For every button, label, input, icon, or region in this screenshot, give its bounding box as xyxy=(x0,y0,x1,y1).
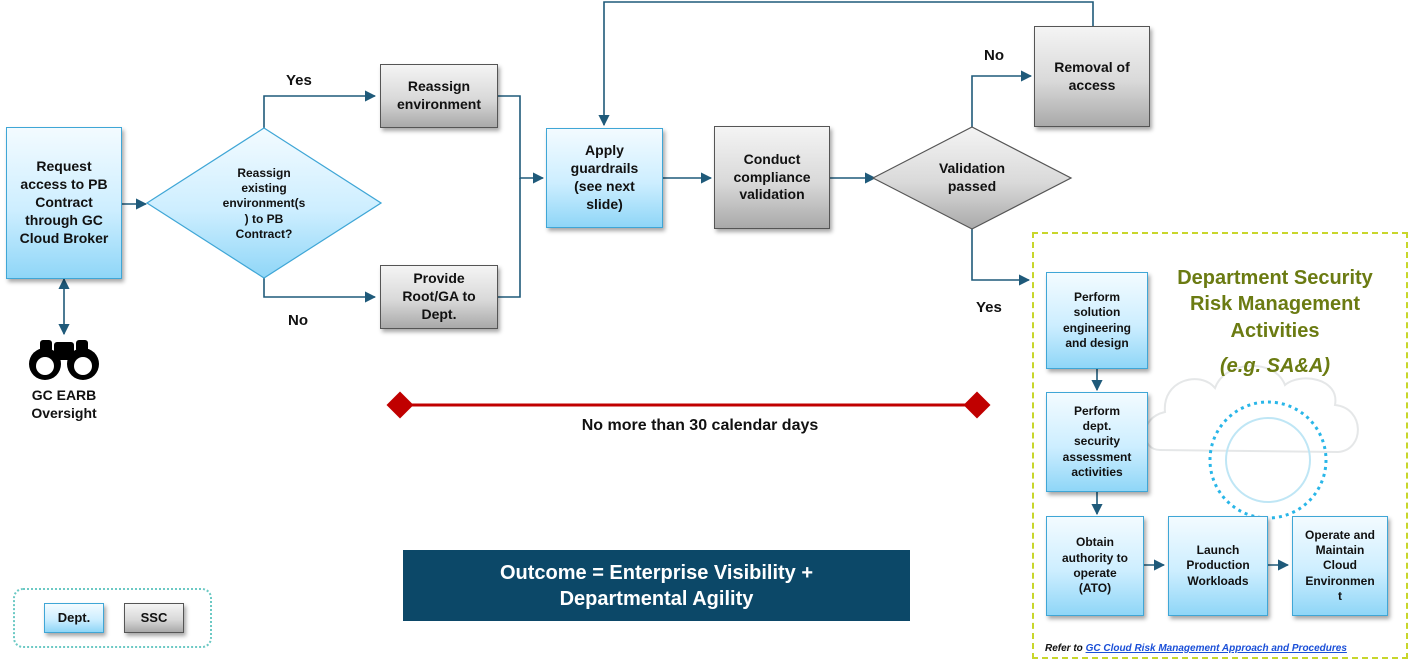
cloud-icon xyxy=(1143,364,1359,454)
legend xyxy=(13,588,212,648)
binoculars-icon xyxy=(29,340,99,380)
yes-label: Yes xyxy=(286,72,312,89)
legend-ssc: SSC xyxy=(124,603,184,633)
obtain-ato-node: Obtain authority to operate (ATO) xyxy=(1046,516,1144,616)
request-access-node: Request access to PB Contract through GC… xyxy=(6,127,122,279)
removal-of-access-node: Removal of access xyxy=(1034,26,1150,127)
outcome-banner: Outcome = Enterprise Visibility + Depart… xyxy=(403,550,910,621)
risk-panel-title: Department Security Risk Management Acti… xyxy=(1177,267,1373,342)
timeline-label: No more than 30 calendar days xyxy=(581,417,819,434)
reference-note: Refer to GC Cloud Risk Management Approa… xyxy=(1045,643,1347,654)
operate-maintain-node: Operate and Maintain Cloud Environmen t xyxy=(1292,516,1388,616)
yes-label-validation: Yes xyxy=(976,299,1002,316)
reference-link[interactable]: GC Cloud Risk Management Approach and Pr… xyxy=(1085,643,1347,654)
no-label: No xyxy=(288,312,308,329)
conduct-validation-node: Conduct compliance validation xyxy=(714,126,830,229)
launch-workloads-node: Launch Production Workloads xyxy=(1168,516,1268,616)
cycle-ring-icon xyxy=(1208,400,1328,520)
provide-root-node: Provide Root/GA to Dept. xyxy=(380,265,498,329)
no-label-validation: No xyxy=(984,47,1004,64)
reference-prefix: Refer to xyxy=(1045,643,1086,654)
reassign-environment-node: Reassign environment xyxy=(380,64,498,128)
risk-panel-example: (e.g. SA&A) xyxy=(1220,355,1330,377)
reassign-decision-label: Reassign existing environment(s ) to PB … xyxy=(222,165,306,242)
perform-engineering-node: Perform solution engineering and design xyxy=(1046,272,1148,369)
risk-management-panel xyxy=(1032,232,1408,659)
validation-decision-shape xyxy=(871,126,1073,230)
apply-guardrails-node: Apply guardrails (see next slide) xyxy=(546,128,663,228)
oversight-label: GC EARB Oversight xyxy=(31,387,97,422)
legend-dept: Dept. xyxy=(44,603,104,633)
validation-decision-label: Validation passed xyxy=(938,160,1006,194)
perform-assessment-node: Perform dept. security assessment activi… xyxy=(1046,392,1148,492)
reassign-decision-shape xyxy=(145,127,383,279)
